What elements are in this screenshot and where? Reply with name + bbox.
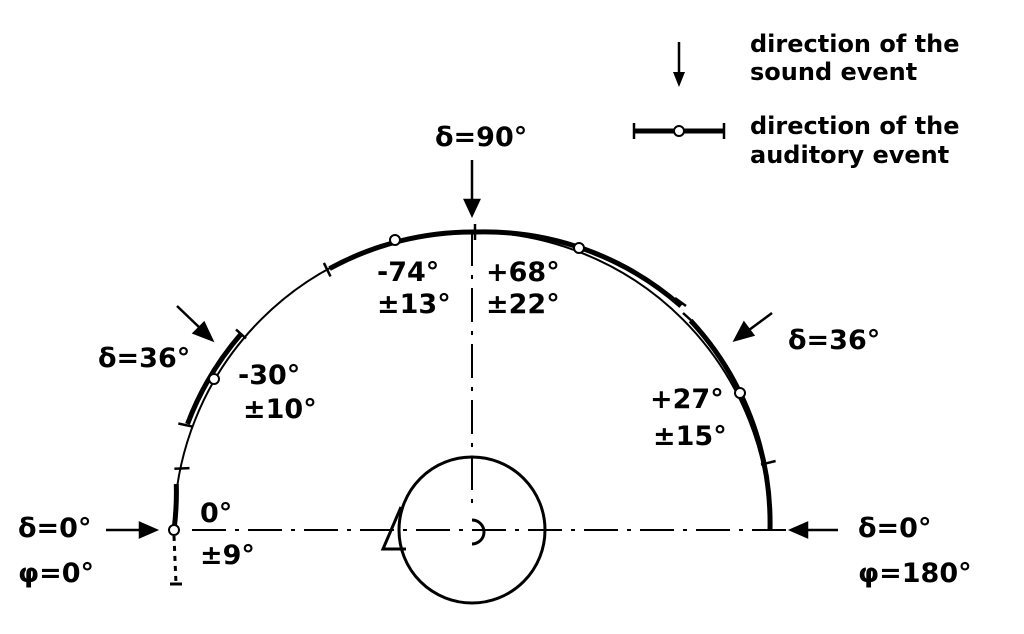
- nose-icon: [380, 506, 406, 551]
- legend-auditory-event-line1: direction of the: [750, 112, 960, 140]
- sound-event-arrows: [106, 160, 838, 539]
- measurement-spread: ±22°: [486, 289, 560, 320]
- mean-marker-27: [734, 387, 746, 399]
- measurement-mean: +68°: [486, 257, 560, 288]
- ear-icon: [471, 518, 486, 546]
- measurement-mean: 0°: [200, 498, 232, 529]
- legend-sound-event-line2: sound event: [750, 58, 917, 86]
- label-delta-0-left: δ=0°: [18, 513, 91, 544]
- mean-marker-0: [168, 524, 180, 536]
- measurement-spread: ±13°: [377, 289, 451, 320]
- label-delta-90: δ=90°: [435, 122, 527, 153]
- legend: direction of the sound event direction o…: [632, 30, 960, 169]
- measurement-minus-74: -74° ±13°: [377, 257, 451, 320]
- legend-sound-event: direction of the sound event: [673, 30, 960, 87]
- head-icon: [380, 455, 547, 605]
- measurement-mean: -30°: [238, 360, 300, 391]
- label-delta-36-right: δ=36°: [788, 325, 880, 356]
- label-phi-180: φ=180°: [858, 558, 972, 589]
- mean-marker-74: [389, 234, 401, 246]
- spread-segment-0: [171, 483, 179, 531]
- spread-segment-68: [474, 229, 683, 308]
- spread-segment-27: [688, 318, 773, 531]
- mean-marker-30: [208, 373, 220, 385]
- legend-sound-event-line1: direction of the: [750, 30, 960, 58]
- measurement-plus-68: +68° ±22°: [486, 257, 560, 320]
- measurement-0: 0° ±9°: [200, 498, 255, 571]
- label-delta-36-left: δ=36°: [98, 343, 190, 374]
- mean-marker-68: [573, 242, 585, 254]
- legend-auditory-event-line2: auditory event: [750, 141, 949, 169]
- label-delta-0-right: δ=0°: [858, 513, 931, 544]
- legend-auditory-event: direction of the auditory event: [632, 112, 960, 169]
- dotted-extension: [172, 535, 178, 585]
- label-phi-0: φ=0°: [18, 558, 94, 589]
- auditory-mean-markers: [168, 234, 746, 536]
- measurement-mean: -74°: [377, 257, 439, 288]
- spread-tick-marks: [174, 224, 776, 471]
- measurement-spread: ±15°: [653, 421, 727, 452]
- measurement-spread: ±10°: [243, 394, 317, 425]
- measurement-mean: +27°: [650, 384, 724, 415]
- measurement-minus-30: -30° ±10°: [238, 360, 317, 425]
- measurement-plus-27: +27° ±15°: [650, 384, 727, 452]
- measurement-spread: ±9°: [200, 540, 255, 571]
